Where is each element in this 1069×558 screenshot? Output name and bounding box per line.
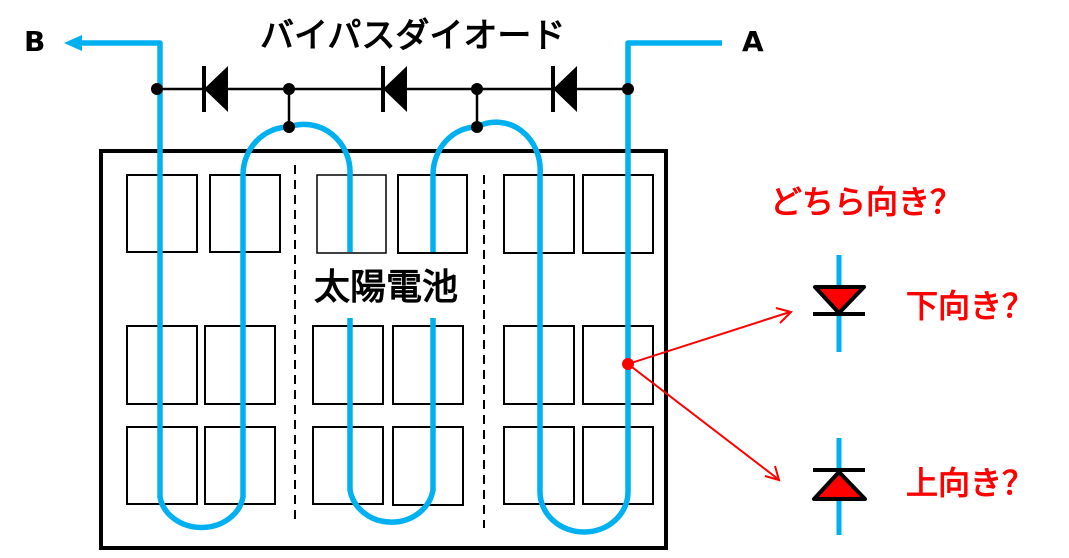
junction-node bbox=[283, 121, 295, 133]
bypass-diode-1 bbox=[202, 66, 228, 112]
solar-cells bbox=[126, 174, 654, 506]
diode-option-down-icon bbox=[813, 255, 866, 352]
bypass-diode-2 bbox=[381, 66, 407, 112]
junction-node bbox=[151, 83, 163, 95]
diode-option-up-icon bbox=[812, 438, 867, 535]
terminal-a-label: A bbox=[742, 25, 764, 58]
panel-label: 太陽電池 bbox=[314, 267, 459, 308]
terminal-b-label: B bbox=[24, 25, 46, 58]
question-label: どちら向き？ bbox=[770, 183, 963, 221]
option-down-label[interactable]: 下向き？ bbox=[906, 287, 1035, 325]
cell bbox=[204, 426, 276, 505]
probe-arrows bbox=[627, 307, 793, 482]
junction-node bbox=[283, 83, 295, 95]
cell bbox=[392, 325, 464, 405]
probe-point bbox=[622, 358, 634, 370]
junction-node bbox=[622, 83, 634, 95]
cell bbox=[582, 426, 654, 505]
cell bbox=[392, 426, 464, 506]
string-wire bbox=[64, 35, 722, 535]
junction-node bbox=[471, 83, 483, 95]
junction-node bbox=[471, 121, 483, 133]
arrow-to-b-icon bbox=[64, 35, 82, 51]
diagram-title: バイパスダイオード bbox=[260, 16, 566, 56]
cell bbox=[582, 174, 654, 254]
option-up-label[interactable]: 上向き？ bbox=[906, 464, 1035, 502]
bypass-diode-3 bbox=[551, 66, 577, 112]
cell bbox=[204, 325, 276, 405]
junction-nodes bbox=[151, 83, 634, 133]
cell bbox=[582, 325, 654, 405]
solar-panel-frame bbox=[99, 149, 668, 550]
